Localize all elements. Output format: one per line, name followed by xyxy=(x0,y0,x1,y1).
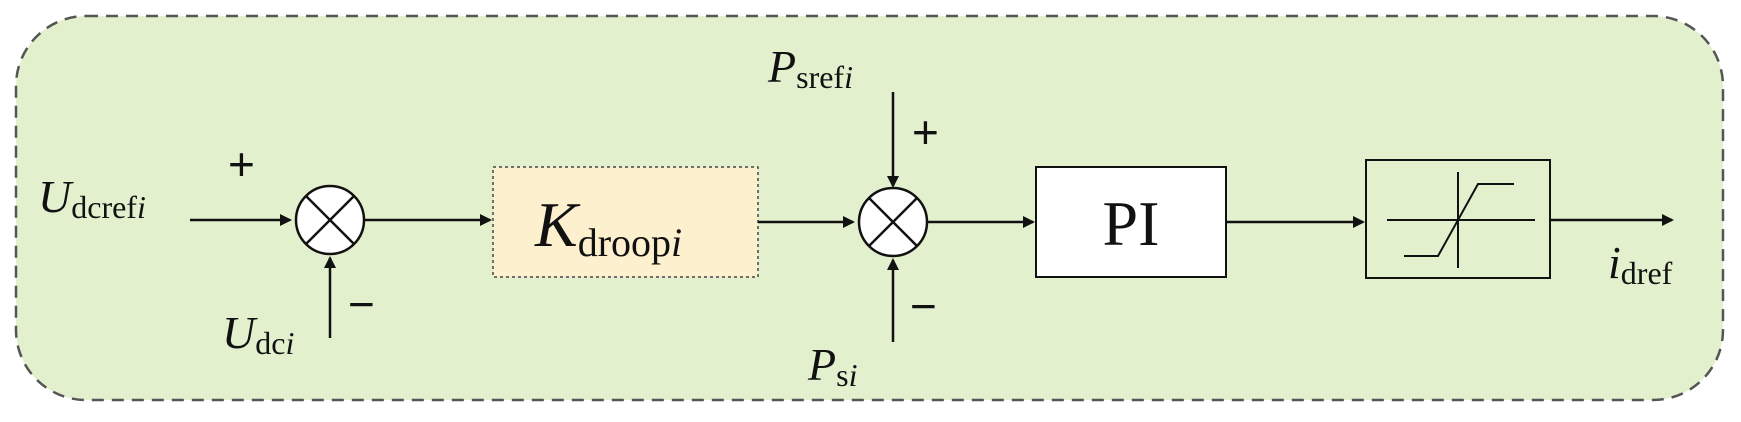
input-udcref-label: Udcrefi xyxy=(38,171,146,225)
pi-block xyxy=(1035,166,1227,278)
droop-block-label: Kdroopi xyxy=(534,189,682,265)
summing-junction-1 xyxy=(294,184,366,256)
sum1-plus-sign: + xyxy=(228,138,255,190)
saturation-icon xyxy=(1387,172,1535,268)
sum2-minus-sign: − xyxy=(910,280,937,332)
input-ps-label: Psi xyxy=(807,339,857,393)
sum2-plus-sign: + xyxy=(912,106,939,158)
sum1-minus-sign: − xyxy=(348,278,375,330)
pi-block-label: PI xyxy=(1103,188,1160,259)
summing-junction-2 xyxy=(857,186,929,258)
output-idref-label: idref xyxy=(1608,237,1673,291)
input-psref-label: Psrefi xyxy=(767,41,853,95)
input-udc-label: Udci xyxy=(222,307,294,361)
